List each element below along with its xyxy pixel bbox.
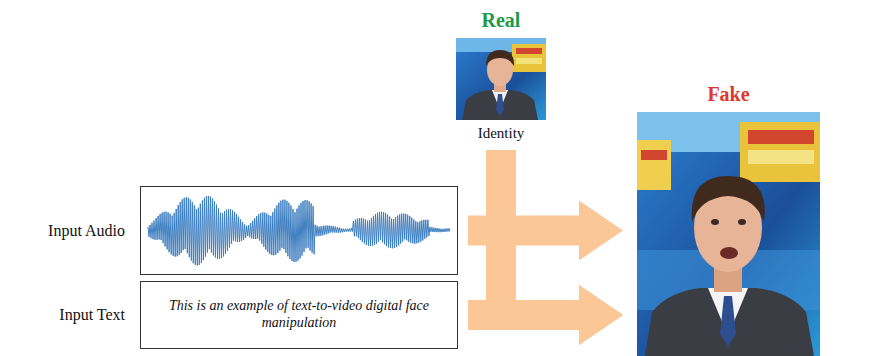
arrow-head xyxy=(579,201,623,261)
fake-label: Fake xyxy=(707,82,749,106)
input-label: Input Text xyxy=(59,305,125,324)
fake-image: Fake xyxy=(637,112,820,356)
identity-image: RealIdentity xyxy=(456,38,546,120)
real-label: Real xyxy=(482,8,521,32)
arrow-head xyxy=(579,285,623,345)
text-box: Input TextThis is an example of text-to-… xyxy=(140,281,458,349)
arrow-shaft xyxy=(468,300,581,330)
flow-arrow xyxy=(468,201,623,261)
input-label: Input Audio xyxy=(48,221,125,240)
arrow-head xyxy=(579,285,623,345)
fake-photo xyxy=(637,112,820,356)
arrow-shaft xyxy=(468,216,581,246)
input-text: This is an example of text-to-video digi… xyxy=(164,298,434,332)
audio-waveform xyxy=(148,196,450,266)
identity-label: Identity xyxy=(478,124,525,142)
audio-box: Input Audio xyxy=(140,186,458,275)
identity-photo xyxy=(456,38,546,120)
flow-arrow xyxy=(468,285,623,345)
